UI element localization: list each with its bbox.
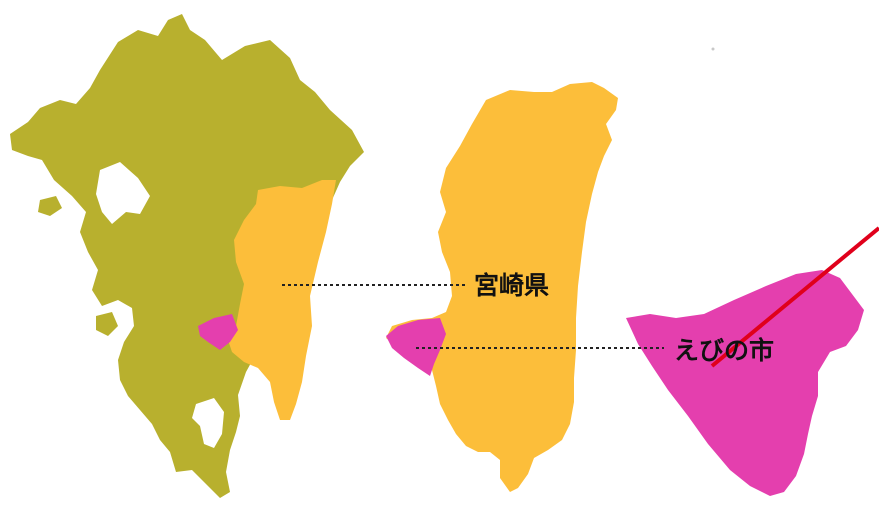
- kyushu-overview: [10, 14, 364, 498]
- island-west-2: [96, 312, 118, 336]
- red-accent-line: [710, 226, 879, 368]
- kagoshima-bay: [192, 398, 224, 448]
- prefecture-label: 宮崎県: [474, 271, 549, 300]
- map-speck: [711, 47, 715, 51]
- ebino-landmass: [626, 270, 864, 496]
- miyazaki-landmass: [386, 82, 618, 492]
- ebino-overview: [198, 314, 238, 350]
- island-west-1: [38, 196, 62, 216]
- ebino-detail: [626, 270, 864, 496]
- city-label: えびの市: [674, 336, 774, 365]
- kyushu-landmass: [10, 14, 364, 498]
- miyazaki-overview: [228, 180, 336, 420]
- kyushu-inner-bay: [96, 162, 150, 224]
